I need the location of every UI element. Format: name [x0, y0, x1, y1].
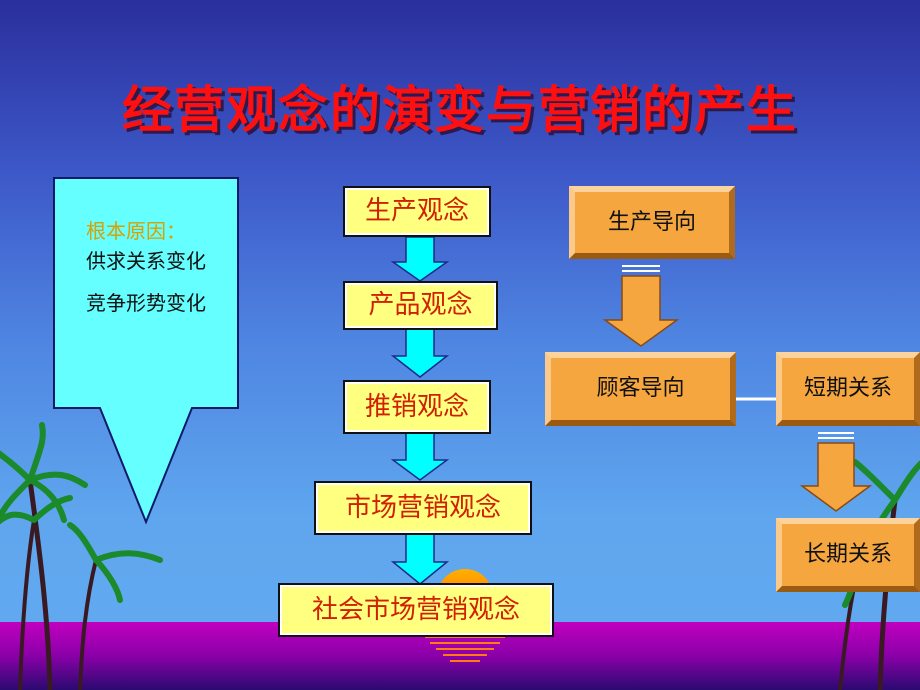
- concept-box-marketing: 市场营销观念: [314, 481, 532, 535]
- page-title: 经营观念的演变与营销的产生: [122, 80, 798, 139]
- orientation-arrows: [602, 265, 873, 512]
- palm-tree-left: [0, 422, 163, 690]
- concept-arrow-4: [390, 532, 450, 585]
- concept-box-production: 生产观念: [343, 186, 491, 237]
- concept-arrow-2: [390, 327, 450, 378]
- reason-item: 竞争形势变化: [86, 291, 206, 315]
- concept-arrow-3: [390, 431, 450, 481]
- cause-arrow: [53, 177, 239, 525]
- reason-item: 供求关系变化: [86, 249, 206, 273]
- concept-box-societal-marketing: 社会市场营销观念: [278, 583, 554, 637]
- customer-orientation-box: 顾客导向: [545, 352, 736, 426]
- sun-reflection: [425, 636, 505, 662]
- orientation-arrow-2: [799, 432, 873, 512]
- concept-box-selling: 推销观念: [343, 380, 491, 434]
- short-term-relationship-box: 短期关系: [776, 352, 920, 426]
- orientation-arrow-1: [602, 265, 680, 347]
- long-term-relationship-box: 长期关系: [776, 518, 920, 592]
- production-orientation-box: 生产导向: [569, 186, 735, 259]
- concept-box-product: 产品观念: [343, 281, 498, 330]
- reason-heading: 根本原因：: [86, 219, 186, 243]
- concept-arrows: [390, 236, 450, 585]
- concept-arrow-1: [390, 236, 450, 282]
